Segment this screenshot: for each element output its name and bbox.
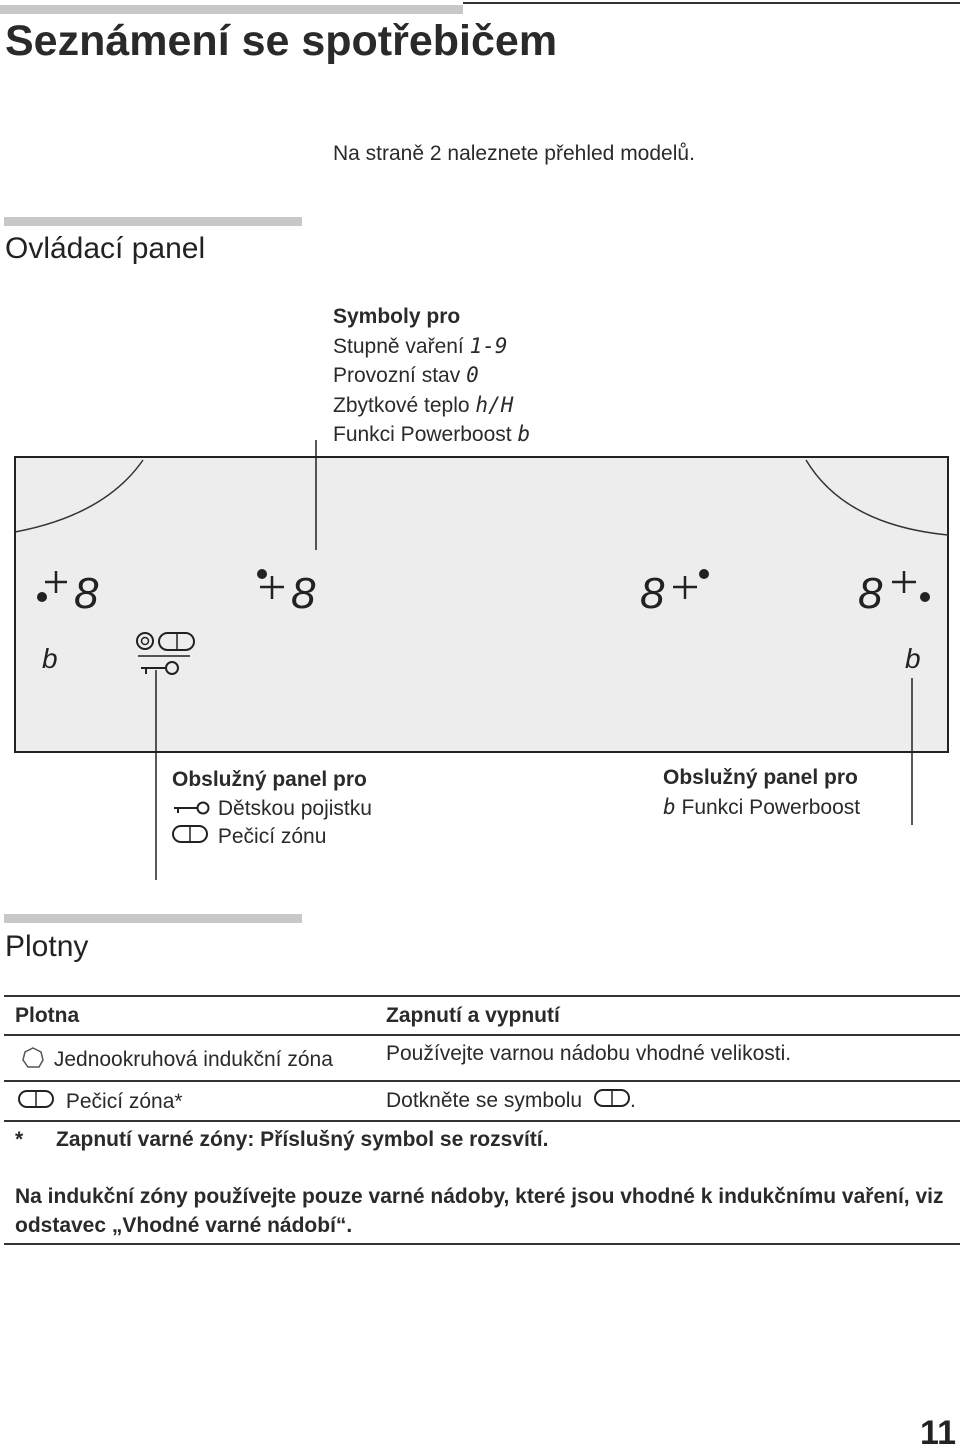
- symbol-glyph-heat: h/H: [475, 392, 514, 417]
- right-callout-title: Obslužný panel pro: [663, 766, 858, 789]
- intro-note: Na straně 2 naleznete přehled modelů.: [333, 142, 695, 165]
- right-callout: Obslužný panel pro b Funkci Powerboost: [663, 764, 860, 822]
- header-rule: [463, 2, 960, 4]
- symbol-operating-state: Provozní stav 0: [333, 361, 530, 391]
- table-row-rule: [4, 1080, 960, 1082]
- callout-item-label: Dětskou pojistku: [217, 796, 372, 820]
- note-bottom-rule: [4, 1243, 960, 1245]
- hotplates-heading: Plotny: [5, 930, 89, 963]
- zone-digit: 8: [858, 569, 883, 618]
- control-panel-heading: Ovládací panel: [5, 232, 206, 265]
- action-suffix: .: [629, 1089, 636, 1112]
- callout-item-label: Pečicí zónu: [217, 825, 327, 849]
- header-bar: [0, 5, 463, 14]
- table-header-action: Zapnutí a vypnutí: [386, 1004, 560, 1027]
- table-cell-zone: Pečicí zóna*: [65, 1090, 183, 1113]
- indicator-dot: [699, 569, 709, 579]
- table-cell-action: Používejte varnou nádobu vhodné velikost…: [386, 1042, 792, 1065]
- page-title: Seznámení se spotřebičem: [5, 17, 558, 65]
- footnote: Zapnutí varné zóny: Příslušný symbol se …: [56, 1128, 549, 1151]
- table-row-roasting-zone: Pečicí zóna*: [18, 1088, 183, 1117]
- key-icon: [172, 795, 212, 824]
- symbol-glyph-boost: b: [517, 422, 531, 446]
- right-callout-item-powerboost: b Funkci Powerboost: [663, 793, 860, 823]
- indicator-dot: [257, 569, 267, 579]
- table-bottom-rule: [4, 1120, 960, 1122]
- symbol-residual-heat: Zbytkové teplo h/H: [333, 391, 530, 421]
- table-cell-zone: Jednookruhová indukční zóna: [53, 1048, 333, 1071]
- zone-digit: 8: [291, 569, 316, 618]
- symbol-label: Provozní stav: [333, 364, 461, 387]
- symbol-label: Funkci Powerboost: [333, 423, 512, 446]
- left-callout: Obslužný panel pro Dětskou pojistku Peči…: [172, 766, 372, 852]
- page-number: 11: [920, 1414, 956, 1452]
- powerboost-icon-left: b: [42, 643, 58, 674]
- left-callout-item-roasting: Pečicí zónu: [172, 823, 372, 852]
- symbol-powerboost: Funkci Powerboost b: [333, 420, 530, 450]
- table-cell-action: Dotkněte se symbolu: [386, 1089, 583, 1112]
- section-bar-hotplates: [4, 914, 302, 923]
- roasting-zone-icon: [172, 823, 212, 852]
- table-header-rule: [4, 1034, 960, 1036]
- zone-arc-right: [805, 459, 949, 536]
- plus-icon: [260, 576, 284, 599]
- symbols-legend: Symboly pro Stupně vaření 1-9 Provozní s…: [333, 303, 530, 450]
- zone-display-3: 8: [640, 569, 709, 618]
- indicator-dot: [37, 592, 47, 602]
- plus-icon: [45, 571, 67, 593]
- zone-display-2: 8: [257, 569, 316, 618]
- table-header-zone: Plotna: [15, 1004, 80, 1027]
- powerboost-icon: b: [663, 794, 676, 819]
- table-row-single-zone: Jednookruhová indukční zóna: [22, 1046, 333, 1078]
- symbols-title: Symboly pro: [333, 305, 461, 328]
- powerboost-icon-right: b: [905, 643, 921, 674]
- control-panel-diagram: 8 8 8 8 b b: [14, 440, 949, 880]
- table-top-rule: [4, 995, 960, 997]
- roasting-zone-icon: [18, 1088, 60, 1117]
- footnote-mark: *: [15, 1128, 24, 1151]
- zone-display-1: 8: [37, 569, 99, 618]
- zone-digit: 8: [640, 569, 665, 618]
- single-zone-icon: [22, 1047, 48, 1078]
- zone-display-4: 8: [858, 569, 930, 618]
- symbol-glyph-levels: 1-9: [469, 333, 508, 358]
- symbol-label: Stupně vaření: [333, 334, 464, 358]
- plus-icon: [892, 571, 916, 593]
- left-callout-item-childlock: Dětskou pojistku: [172, 795, 372, 824]
- zone-arc-left: [14, 459, 144, 533]
- plus-icon: [673, 576, 697, 599]
- zone-digit: 8: [74, 569, 99, 618]
- induction-note: Na indukční zóny používejte pouze varné …: [15, 1185, 944, 1237]
- roasting-zone-icon: [593, 1087, 630, 1116]
- cooktop-panel: [14, 456, 949, 753]
- callout-item-label: Funkci Powerboost: [681, 795, 861, 819]
- section-bar-control-panel: [4, 217, 302, 226]
- indicator-dot: [920, 592, 930, 602]
- left-callout-title: Obslužný panel pro: [172, 768, 367, 791]
- symbol-glyph-zero: 0: [466, 363, 479, 387]
- roasting-zone-icon: [136, 632, 195, 651]
- table-cell-action-roasting: Dotkněte se symbolu .: [386, 1087, 636, 1116]
- symbol-label: Zbytkové teplo: [333, 393, 470, 417]
- symbol-cooking-levels: Stupně vaření 1-9: [333, 332, 530, 362]
- key-icon: [141, 661, 179, 675]
